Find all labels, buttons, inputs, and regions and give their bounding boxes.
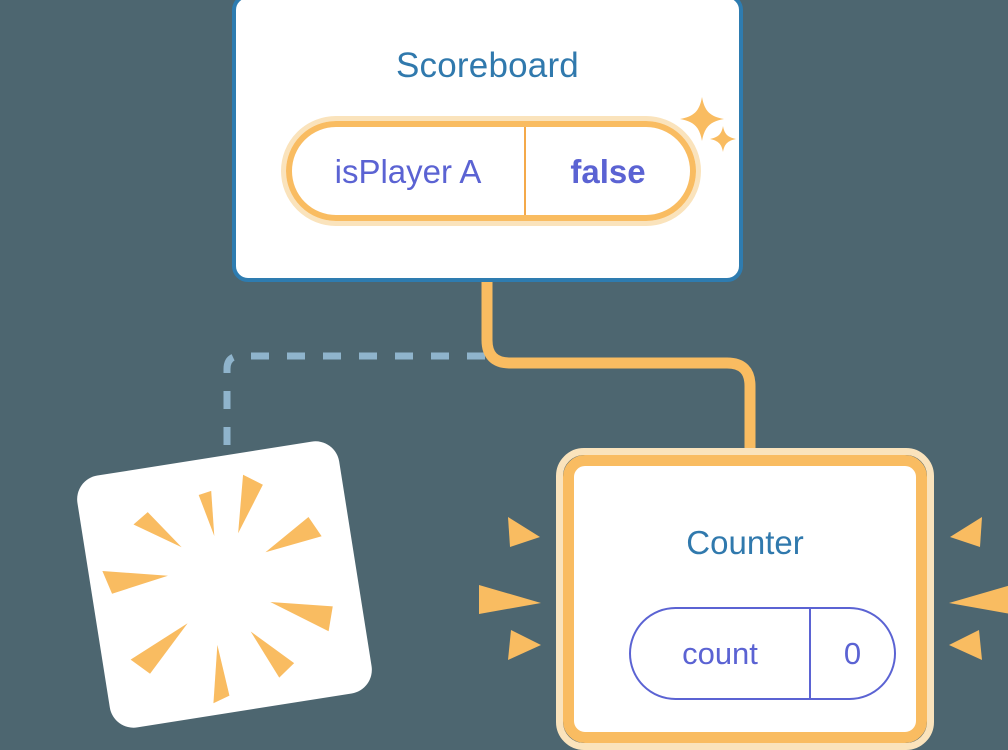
scoreboard-property-value: false — [570, 152, 646, 190]
counter-card-body[interactable]: Counter count 0 — [563, 455, 927, 743]
sparkle-small-icon — [710, 126, 736, 152]
scoreboard-pill-glow-ring — [281, 116, 701, 226]
counter-title: Counter — [686, 524, 804, 561]
burst-card[interactable] — [73, 437, 376, 732]
counter-glow-ring — [556, 448, 934, 750]
counter-property-pill[interactable]: count 0 — [629, 607, 896, 700]
scoreboard-pill-body[interactable]: isPlayer A false — [286, 121, 696, 221]
counter-card[interactable]: Counter count 0 — [556, 448, 934, 750]
scoreboard-title: Scoreboard — [396, 46, 579, 85]
scoreboard-card[interactable]: Scoreboard isPlayer A false — [232, 0, 743, 282]
counter-property-value: 0 — [843, 636, 862, 671]
sparkle-large-icon — [680, 97, 724, 141]
connector-dashed-scoreboard-to-burst-card — [223, 352, 485, 487]
scoreboard-property-key: isPlayer A — [292, 127, 526, 215]
connector-solid-scoreboard-to-counter — [481, 282, 756, 468]
counter-property-key: count — [631, 609, 811, 698]
scoreboard-property-pill[interactable]: isPlayer A false — [281, 116, 701, 226]
